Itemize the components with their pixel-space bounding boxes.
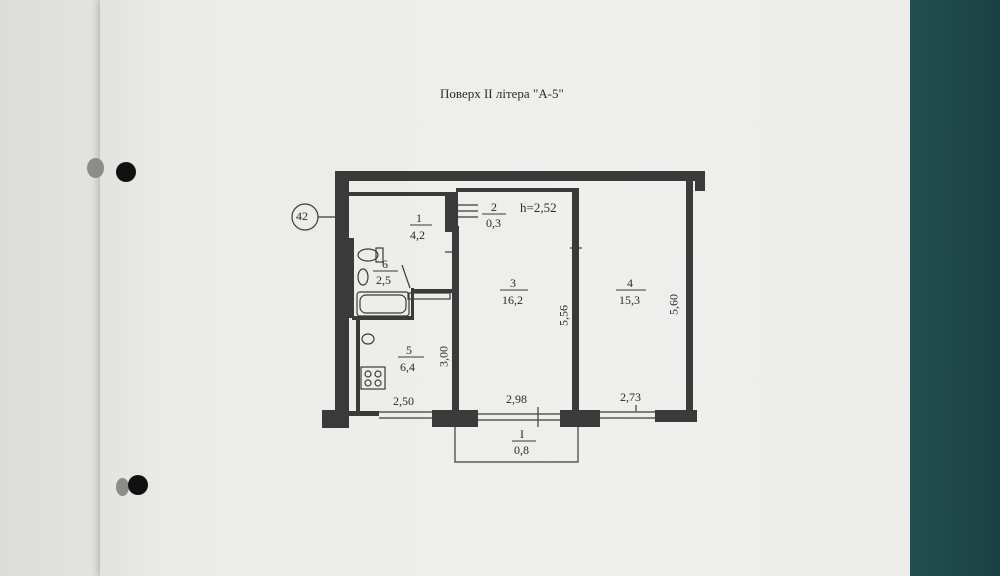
room-5-area: 6,4 — [400, 360, 415, 374]
room-3-number: 3 — [510, 276, 516, 290]
dimension-room4-width: 2,73 — [620, 390, 641, 404]
punch-hole-top-right — [116, 162, 136, 182]
plan-fixtures — [291, 202, 655, 463]
plan-walls — [322, 171, 705, 428]
plan-number: 42 — [296, 209, 308, 223]
room-4-number: 4 — [627, 276, 633, 290]
room-6-area: 2,5 — [376, 273, 391, 287]
room-3-area: 16,2 — [502, 293, 523, 307]
punch-hole-top-left — [87, 158, 104, 178]
table-surface — [905, 0, 1000, 576]
punch-hole-bottom-left — [116, 478, 129, 496]
room-2-area: 0,3 — [486, 216, 501, 230]
page-title: Поверх II літера "А-5" — [440, 86, 564, 101]
balcony-number: I — [520, 427, 524, 441]
area-fraction-lines — [373, 213, 646, 442]
ceiling-height: h=2,52 — [520, 200, 557, 215]
room-5-number: 5 — [406, 343, 412, 357]
room-1-number: 1 — [416, 211, 422, 225]
punch-hole-bottom-right — [128, 475, 148, 495]
room-1-area: 4,2 — [410, 228, 425, 242]
floor-plan-sheet — [100, 0, 910, 576]
room-4-area: 15,3 — [619, 293, 640, 307]
room-6-number: 6 — [382, 257, 388, 271]
dimension-room5-width: 2,50 — [393, 394, 414, 408]
dimension-room4-length: 5,60 — [666, 294, 681, 315]
room-2-number: 2 — [491, 200, 497, 214]
dimension-room3-length: 5,56 — [556, 305, 571, 326]
dimension-room3-width: 2,98 — [506, 392, 527, 406]
dimension-room5-length: 3,00 — [436, 346, 451, 367]
balcony-area: 0,8 — [514, 443, 529, 457]
